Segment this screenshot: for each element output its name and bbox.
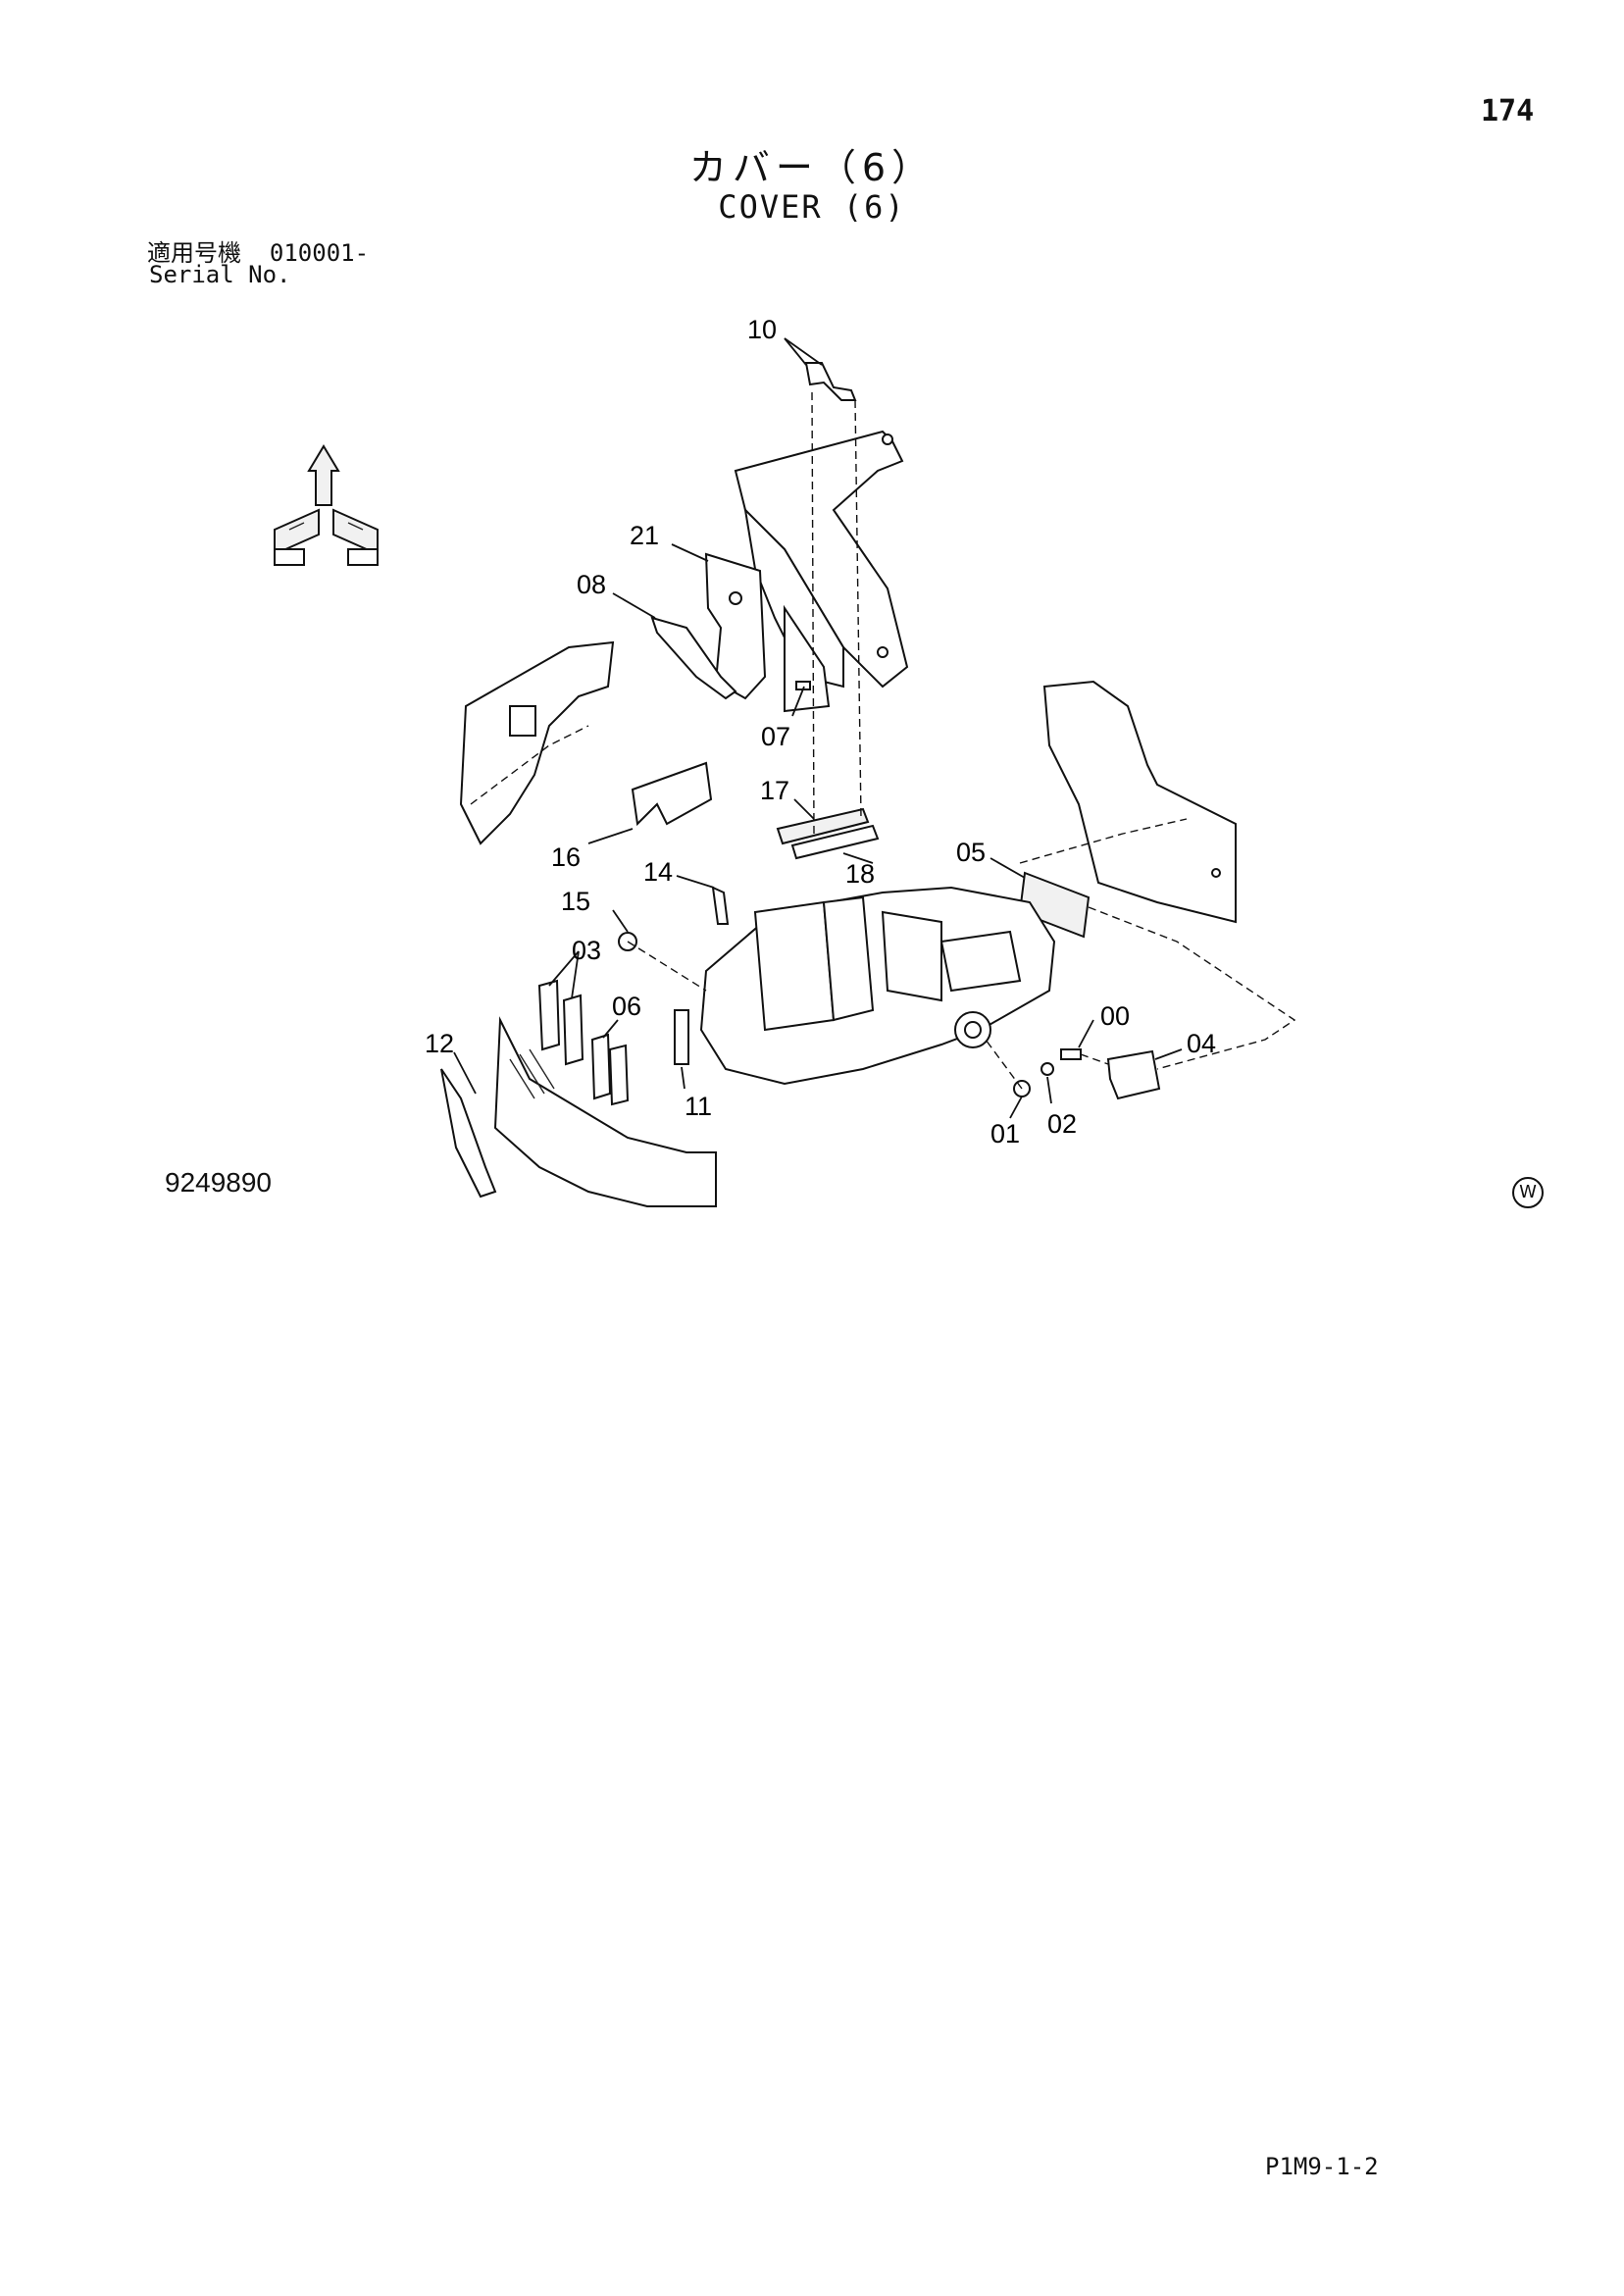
callout-00: 00 xyxy=(1100,1001,1130,1031)
callout-07: 07 xyxy=(761,722,790,751)
callout-08: 08 xyxy=(577,570,606,599)
left-front-cover xyxy=(459,640,615,845)
part-18-strip xyxy=(790,824,880,860)
part-05-pad xyxy=(1018,871,1091,939)
callout-18: 18 xyxy=(845,859,875,889)
callout-05: 05 xyxy=(956,838,986,867)
right-rear-cover xyxy=(1042,680,1237,924)
front-lower-cover xyxy=(440,1016,717,1207)
serial-label-english: Serial No. xyxy=(149,261,291,288)
upper-cover-frame xyxy=(734,430,909,689)
page-title-english: COVER (6) xyxy=(718,188,906,226)
callout-03: 03 xyxy=(572,936,601,965)
serial-number-value: 010001- xyxy=(269,239,370,267)
part-06-pads xyxy=(590,1033,630,1106)
central-frame-base xyxy=(699,886,1056,1086)
part-08-strip xyxy=(650,616,737,700)
assembly-lines xyxy=(627,391,1296,1090)
footer-code: P1M9-1-2 xyxy=(1265,2153,1379,2180)
callout-14: 14 xyxy=(643,857,673,887)
part-03-pads xyxy=(537,979,584,1066)
callout-12: 12 xyxy=(425,1029,454,1058)
callout-02: 02 xyxy=(1047,1109,1077,1139)
callout-04: 04 xyxy=(1187,1029,1216,1058)
part-10-bracket xyxy=(804,362,857,401)
orientation-arrow-icon xyxy=(274,444,379,566)
callout-21: 21 xyxy=(630,521,659,550)
callout-16: 16 xyxy=(551,842,581,872)
callout-06: 06 xyxy=(612,992,641,1021)
serial-label-jp-text: 適用号機 xyxy=(147,239,241,267)
drawing-id: 9249890 xyxy=(165,1167,273,1198)
part-16-pad xyxy=(631,761,713,827)
part-14-clip xyxy=(711,886,730,925)
callout-10: 10 xyxy=(747,315,777,344)
callout-17: 17 xyxy=(760,776,789,805)
serial-label-japanese: 適用号機 010001- xyxy=(147,233,369,268)
w-mark-icon: W xyxy=(1512,1177,1544,1208)
part-02-washer xyxy=(1040,1062,1054,1076)
part-04-bracket xyxy=(1106,1049,1161,1100)
callout-labels: 10 21 08 07 17 18 16 14 15 05 03 06 00 0… xyxy=(425,315,1216,1148)
part-11-strip xyxy=(674,1009,689,1065)
callout-01: 01 xyxy=(990,1119,1020,1148)
callout-11: 11 xyxy=(685,1092,712,1121)
part-00-spacer xyxy=(1060,1048,1082,1060)
part-17-strip xyxy=(776,807,870,845)
page-title-japanese: カバー（6） xyxy=(688,146,936,189)
page-number: 174 xyxy=(1481,94,1535,128)
callout-15: 15 xyxy=(561,887,590,916)
callout-leaders xyxy=(453,337,1183,1119)
part-07-side-plate xyxy=(784,604,831,713)
